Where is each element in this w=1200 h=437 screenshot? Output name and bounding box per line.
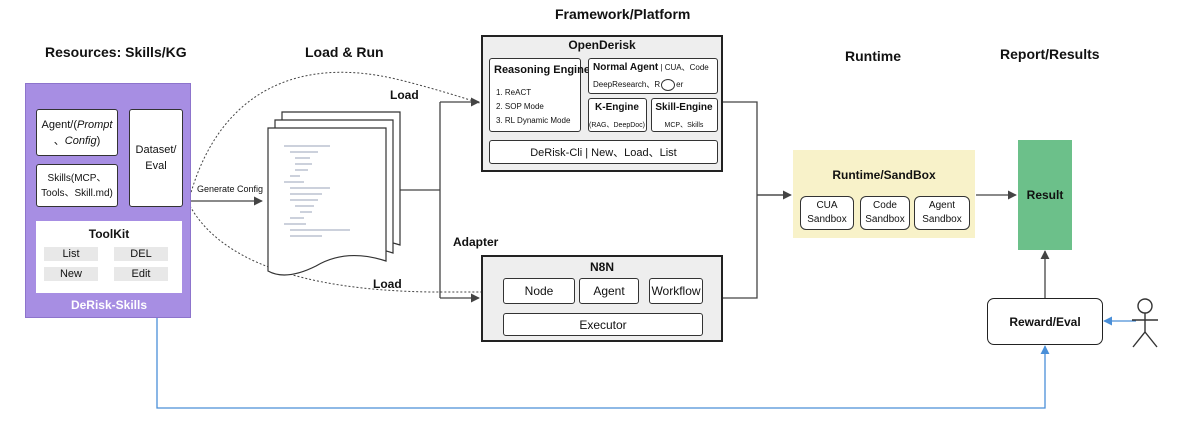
agent-sandbox-line2: Sandbox xyxy=(922,214,962,225)
resources-panel: Agent/(Prompt 、Config) Skills(MCP、 Tools… xyxy=(25,83,191,318)
document-code-lines xyxy=(284,145,350,237)
reasoning-item-react: 1. ReACT xyxy=(496,88,532,97)
agent-sandbox-box[interactable]: Agent Sandbox xyxy=(914,196,970,230)
n8n-title: N8N xyxy=(589,260,614,274)
docs-to-adapter-line xyxy=(400,102,441,298)
header-resources: Resources: Skills/KG xyxy=(45,44,187,60)
cua-sandbox-line1: CUA xyxy=(816,200,838,211)
dataset-eval-box[interactable]: Dataset/ Eval xyxy=(129,109,183,207)
opendersk-title: OpenDerisk xyxy=(568,38,636,52)
toolkit-title: ToolKit xyxy=(88,227,130,241)
adapter-label: Adapter xyxy=(453,235,499,249)
derisk-cli-box[interactable]: DeRisk-Cli | New、Load、List xyxy=(489,140,718,164)
reasoning-engine-title: Reasoning Engine xyxy=(494,64,590,76)
header-load-run: Load & Run xyxy=(305,44,384,60)
skills-resource-line2: Tools、Skill.md) xyxy=(41,187,113,199)
result-box[interactable]: Result xyxy=(1018,140,1072,250)
toolkit-list-button[interactable]: List xyxy=(44,247,98,261)
config-documents-stack xyxy=(267,111,401,276)
header-report: Report/Results xyxy=(1000,46,1100,62)
k-engine-box[interactable]: K-Engine (RAG、DeepDoc) xyxy=(588,98,647,132)
agent-resource-line1: Agent/(Prompt xyxy=(41,118,113,131)
load-label-bottom: Load xyxy=(373,277,402,291)
reasoning-engine-box[interactable]: Reasoning Engine 1. ReACT 2. SOP Mode 3.… xyxy=(489,58,590,132)
k-engine-desc: (RAG、DeepDoc) xyxy=(589,122,646,129)
skills-resource-line1: Skills(MCP、 xyxy=(47,172,107,184)
reasoning-item-rl: 3. RL Dynamic Mode xyxy=(496,116,571,125)
toolkit-del-button[interactable]: DEL xyxy=(114,247,168,261)
header-runtime: Runtime xyxy=(845,48,901,64)
toolkit-new-button[interactable]: New xyxy=(44,267,98,281)
chat-bubble-icon xyxy=(661,79,676,91)
header-framework: Framework/Platform xyxy=(555,6,691,22)
cua-sandbox-line2: Sandbox xyxy=(807,214,847,225)
n8n-executor-box[interactable]: Executor xyxy=(503,313,703,336)
n8n-workflow-box[interactable]: Workflow xyxy=(649,278,703,304)
code-sandbox-line2: Sandbox xyxy=(865,214,905,225)
agent-sandbox-line1: Agent xyxy=(928,200,956,211)
n8n-agent-box[interactable]: Agent xyxy=(579,278,639,304)
generate-config-label: Generate Config xyxy=(197,184,264,194)
agent-resource-line2: 、Config) xyxy=(53,134,101,147)
load-label-top: Load xyxy=(390,88,419,102)
normal-agent-line1: Normal Agent | CUA、Code xyxy=(593,62,709,73)
n8n-node-box[interactable]: Node xyxy=(503,278,575,304)
dataset-line2: Eval xyxy=(145,160,167,172)
cua-sandbox-box[interactable]: CUA Sandbox xyxy=(800,196,854,230)
k-engine-title: K-Engine xyxy=(595,102,639,113)
toolkit-box: ToolKit List DEL New Edit xyxy=(36,221,182,293)
reasoning-item-sop: 2. SOP Mode xyxy=(496,102,544,111)
human-evaluator-figure xyxy=(1132,298,1158,348)
agent-resource-box[interactable]: Agent/(Prompt 、Config) xyxy=(36,109,118,156)
code-sandbox-line1: Code xyxy=(873,200,897,211)
toolkit-edit-button[interactable]: Edit xyxy=(114,267,168,281)
skill-engine-title: Skill-Engine xyxy=(655,102,713,113)
dataset-line1: Dataset/ xyxy=(135,144,177,156)
skill-engine-desc: MCP、Skills xyxy=(664,122,704,129)
skills-resource-box[interactable]: Skills(MCP、 Tools、Skill.md) xyxy=(36,164,118,207)
resources-footer: DeRisk-Skills xyxy=(70,298,148,312)
runtime-sandbox-title: Runtime/SandBox xyxy=(832,168,936,182)
n8n-panel: N8N Node Agent Workflow Executor xyxy=(481,255,723,342)
dataset-to-reward-line xyxy=(156,310,1050,409)
opendersk-panel: OpenDerisk Reasoning Engine 1. ReACT 2. … xyxy=(481,35,723,172)
framework-to-runtime-line xyxy=(723,101,790,299)
reward-eval-box[interactable]: Reward/Eval xyxy=(987,298,1103,345)
code-sandbox-box[interactable]: Code Sandbox xyxy=(860,196,910,230)
runtime-sandbox-panel: Runtime/SandBox CUA Sandbox Code Sandbox… xyxy=(793,150,975,238)
skill-engine-box[interactable]: Skill-Engine MCP、Skills xyxy=(651,98,718,132)
